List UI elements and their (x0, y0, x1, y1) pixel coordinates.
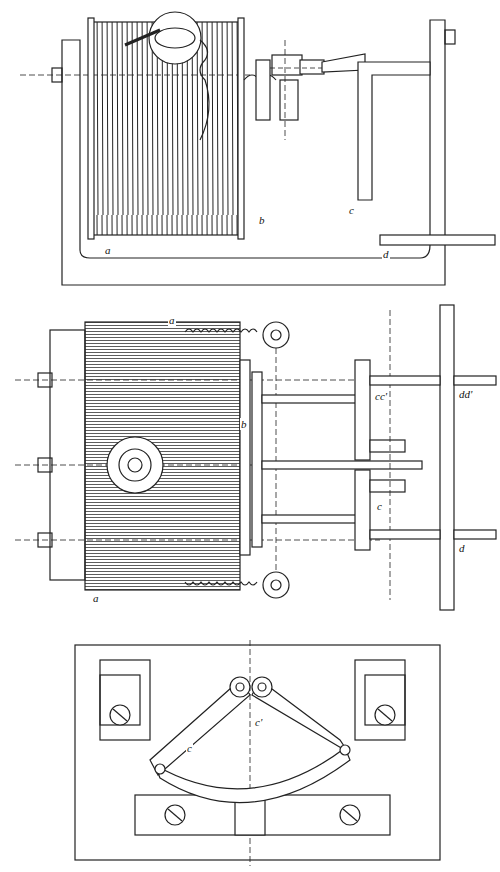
part-letter: c' (254, 716, 263, 728)
part-letter: a (168, 314, 176, 326)
part-letter: d (382, 248, 390, 260)
part-letter: c (186, 742, 193, 754)
side-view (20, 12, 495, 285)
part-letter: d (458, 542, 466, 554)
plan-view (15, 305, 496, 610)
part-letter: cc' (374, 390, 388, 402)
part-letter: a (104, 244, 112, 256)
part-letter: dd' (458, 388, 473, 400)
part-letter: a (92, 592, 100, 604)
part-letter: b (258, 214, 266, 226)
part-letter: b (240, 418, 248, 430)
end-view (75, 640, 440, 866)
part-letter: c (348, 204, 355, 216)
part-letter: c (376, 500, 383, 512)
